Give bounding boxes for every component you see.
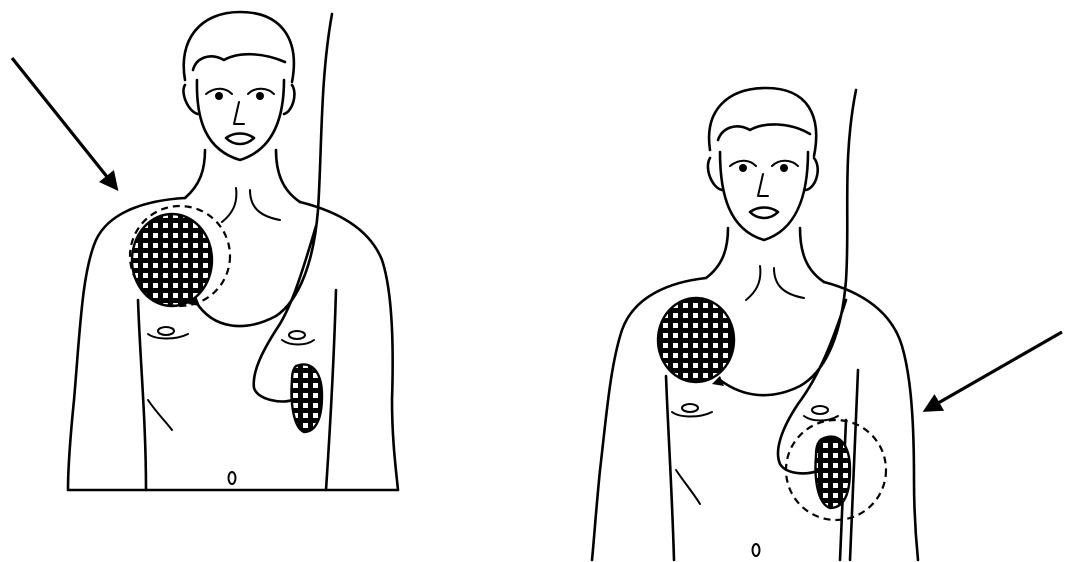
left-figure bbox=[12, 12, 398, 490]
left-torso-outline bbox=[68, 198, 398, 490]
left-sternum-pad bbox=[132, 214, 212, 306]
left-apex-pad bbox=[292, 364, 323, 432]
left-head-hair bbox=[184, 12, 294, 82]
right-lateral-pad bbox=[816, 437, 850, 508]
left-cable bbox=[196, 14, 332, 402]
right-sternum-pad bbox=[658, 298, 734, 382]
right-arrow bbox=[926, 332, 1062, 410]
left-arrow bbox=[12, 58, 116, 188]
right-figure bbox=[592, 88, 1062, 560]
